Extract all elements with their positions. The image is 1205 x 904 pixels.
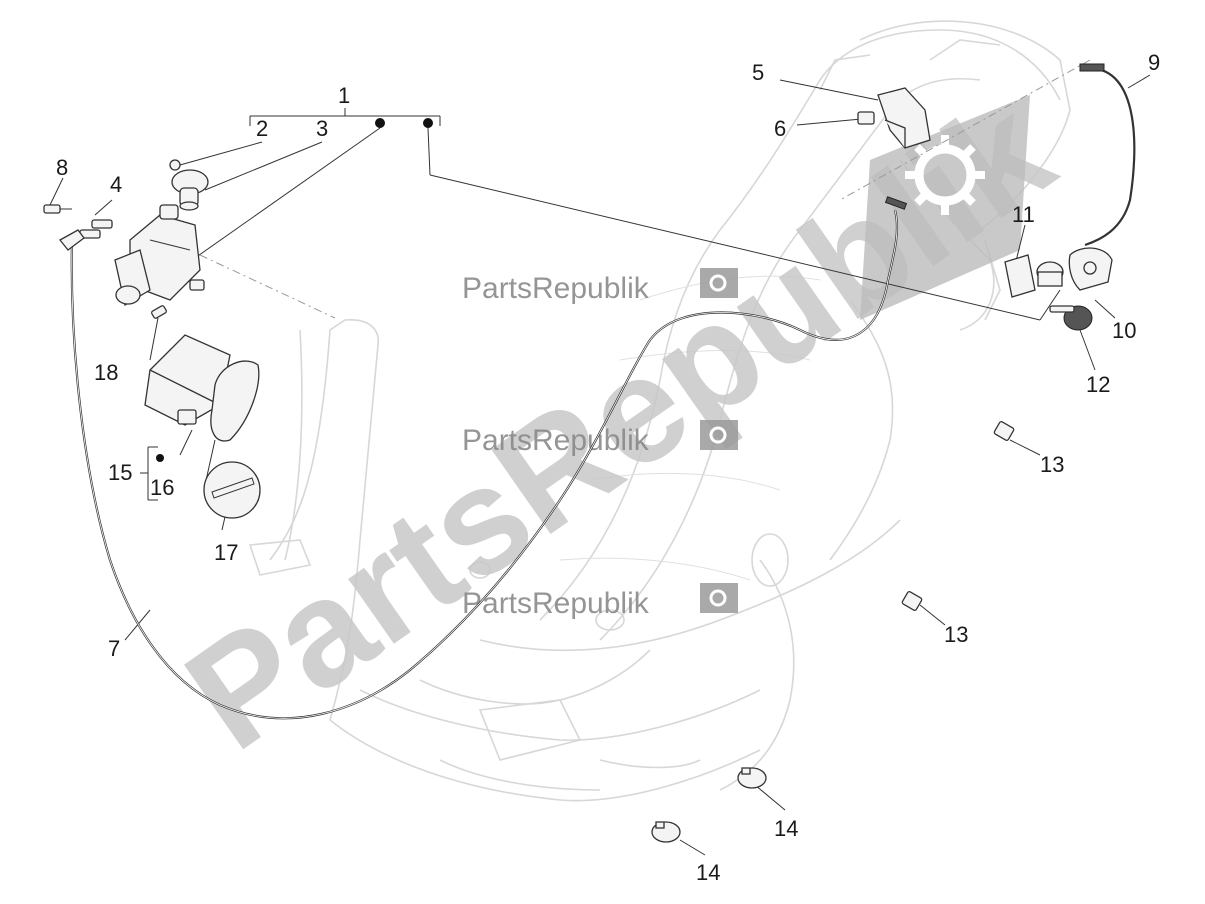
part-1-lock-actuator[interactable] — [114, 204, 205, 307]
callout-11: 11 — [1012, 202, 1035, 227]
part-6-screw[interactable] — [857, 111, 875, 125]
callout-labels: 1 2 3 4 5 6 7 8 9 10 11 12 13 13 14 14 1… — [56, 50, 1160, 885]
callout-17: 17 — [214, 540, 238, 565]
watermark-small-3: PartsRepublik — [462, 583, 738, 620]
callout-13: 13 — [1040, 452, 1064, 477]
callout-7: 7 — [108, 636, 120, 661]
part-9-cable[interactable] — [1079, 63, 1136, 247]
alignment-line-2 — [839, 59, 1091, 201]
callout-16: 16 — [150, 475, 174, 500]
part-4-screw[interactable] — [79, 219, 113, 239]
part-7-cable[interactable] — [59, 196, 908, 720]
watermark-small-text: PartsRepublik — [462, 587, 650, 620]
callout-4: 4 — [110, 172, 122, 197]
part-12-key[interactable] — [1049, 305, 1093, 331]
callout-13: 13 — [944, 622, 968, 647]
callout-12: 12 — [1086, 372, 1110, 397]
callout-9: 9 — [1148, 50, 1160, 75]
part-10-lock-plate[interactable] — [1068, 247, 1113, 291]
part-2-nut[interactable] — [169, 159, 181, 171]
part-17-clip[interactable] — [203, 461, 261, 519]
callout-6: 6 — [774, 116, 786, 141]
part-13-connector-a[interactable] — [993, 421, 1015, 441]
callout-10: 10 — [1112, 318, 1136, 343]
part-16-bracket[interactable] — [210, 360, 260, 442]
callout-18: 18 — [94, 360, 118, 385]
watermark-gear-large — [860, 95, 1030, 320]
callout-1: 1 — [338, 83, 350, 108]
part-lock-cylinder[interactable] — [1036, 261, 1064, 287]
part-5-latch[interactable] — [877, 87, 931, 149]
callout-14: 14 — [696, 860, 720, 885]
group-bracket-1 — [249, 108, 441, 128]
part-8-screw[interactable] — [43, 204, 72, 214]
part-18-bolt[interactable] — [151, 305, 167, 319]
part-3-knob[interactable] — [171, 169, 209, 211]
callout-15: 15 — [108, 460, 132, 485]
watermark-small-1: PartsRepublik — [462, 268, 738, 305]
part-14-clamp-a[interactable] — [737, 767, 767, 789]
watermark-small-text: PartsRepublik — [462, 424, 650, 457]
alignment-line — [199, 254, 336, 319]
callout-14: 14 — [774, 816, 798, 841]
part-11-clip[interactable] — [1004, 254, 1036, 298]
callout-2: 2 — [256, 116, 268, 141]
part-13-connector-b[interactable] — [901, 591, 923, 611]
part-14-clamp-b[interactable] — [651, 821, 681, 843]
watermark-small-text: PartsRepublik — [462, 272, 650, 305]
callout-5: 5 — [752, 60, 764, 85]
callout-3: 3 — [316, 116, 328, 141]
watermark-small-2: PartsRepublik — [462, 420, 738, 457]
callout-8: 8 — [56, 155, 68, 180]
